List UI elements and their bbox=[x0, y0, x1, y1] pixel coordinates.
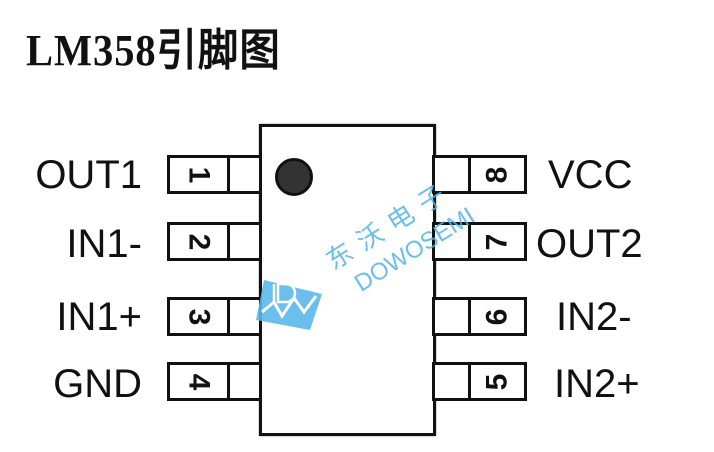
pin-label-out1: OUT1 bbox=[35, 153, 142, 197]
pin-8: 8 bbox=[432, 155, 527, 194]
pin-label-in2-minus: IN2- bbox=[556, 295, 632, 339]
pin-7: 7 bbox=[432, 222, 527, 261]
pin-number: 2 bbox=[170, 225, 230, 258]
dowosemi-logo-icon bbox=[256, 280, 322, 330]
pin-4: 4 bbox=[167, 362, 262, 401]
pin-label-out2: OUT2 bbox=[536, 222, 643, 266]
pin-label-in1-minus: IN1- bbox=[66, 222, 142, 266]
diagram-title: LM358引脚图 bbox=[26, 26, 281, 75]
pin-number: 1 bbox=[170, 158, 230, 191]
pin-3: 3 bbox=[167, 297, 262, 336]
pin-number: 4 bbox=[170, 365, 230, 398]
pin-1: 1 bbox=[167, 155, 262, 194]
pin-number: 5 bbox=[480, 373, 514, 390]
pin-label-gnd: GND bbox=[53, 362, 142, 406]
pin-5: 5 bbox=[432, 362, 527, 401]
pin-label-vcc: VCC bbox=[548, 153, 633, 197]
pin-2: 2 bbox=[167, 222, 262, 261]
pin-number: 6 bbox=[480, 308, 514, 325]
pin-label-in2-plus: IN2+ bbox=[554, 362, 640, 406]
pin-label-in1-plus: IN1+ bbox=[56, 295, 142, 339]
pin-number: 8 bbox=[480, 166, 514, 183]
pin1-marker-dot bbox=[275, 158, 313, 196]
pin-number: 3 bbox=[170, 300, 230, 333]
pin-number: 7 bbox=[480, 233, 514, 250]
pin-6: 6 bbox=[432, 297, 527, 336]
